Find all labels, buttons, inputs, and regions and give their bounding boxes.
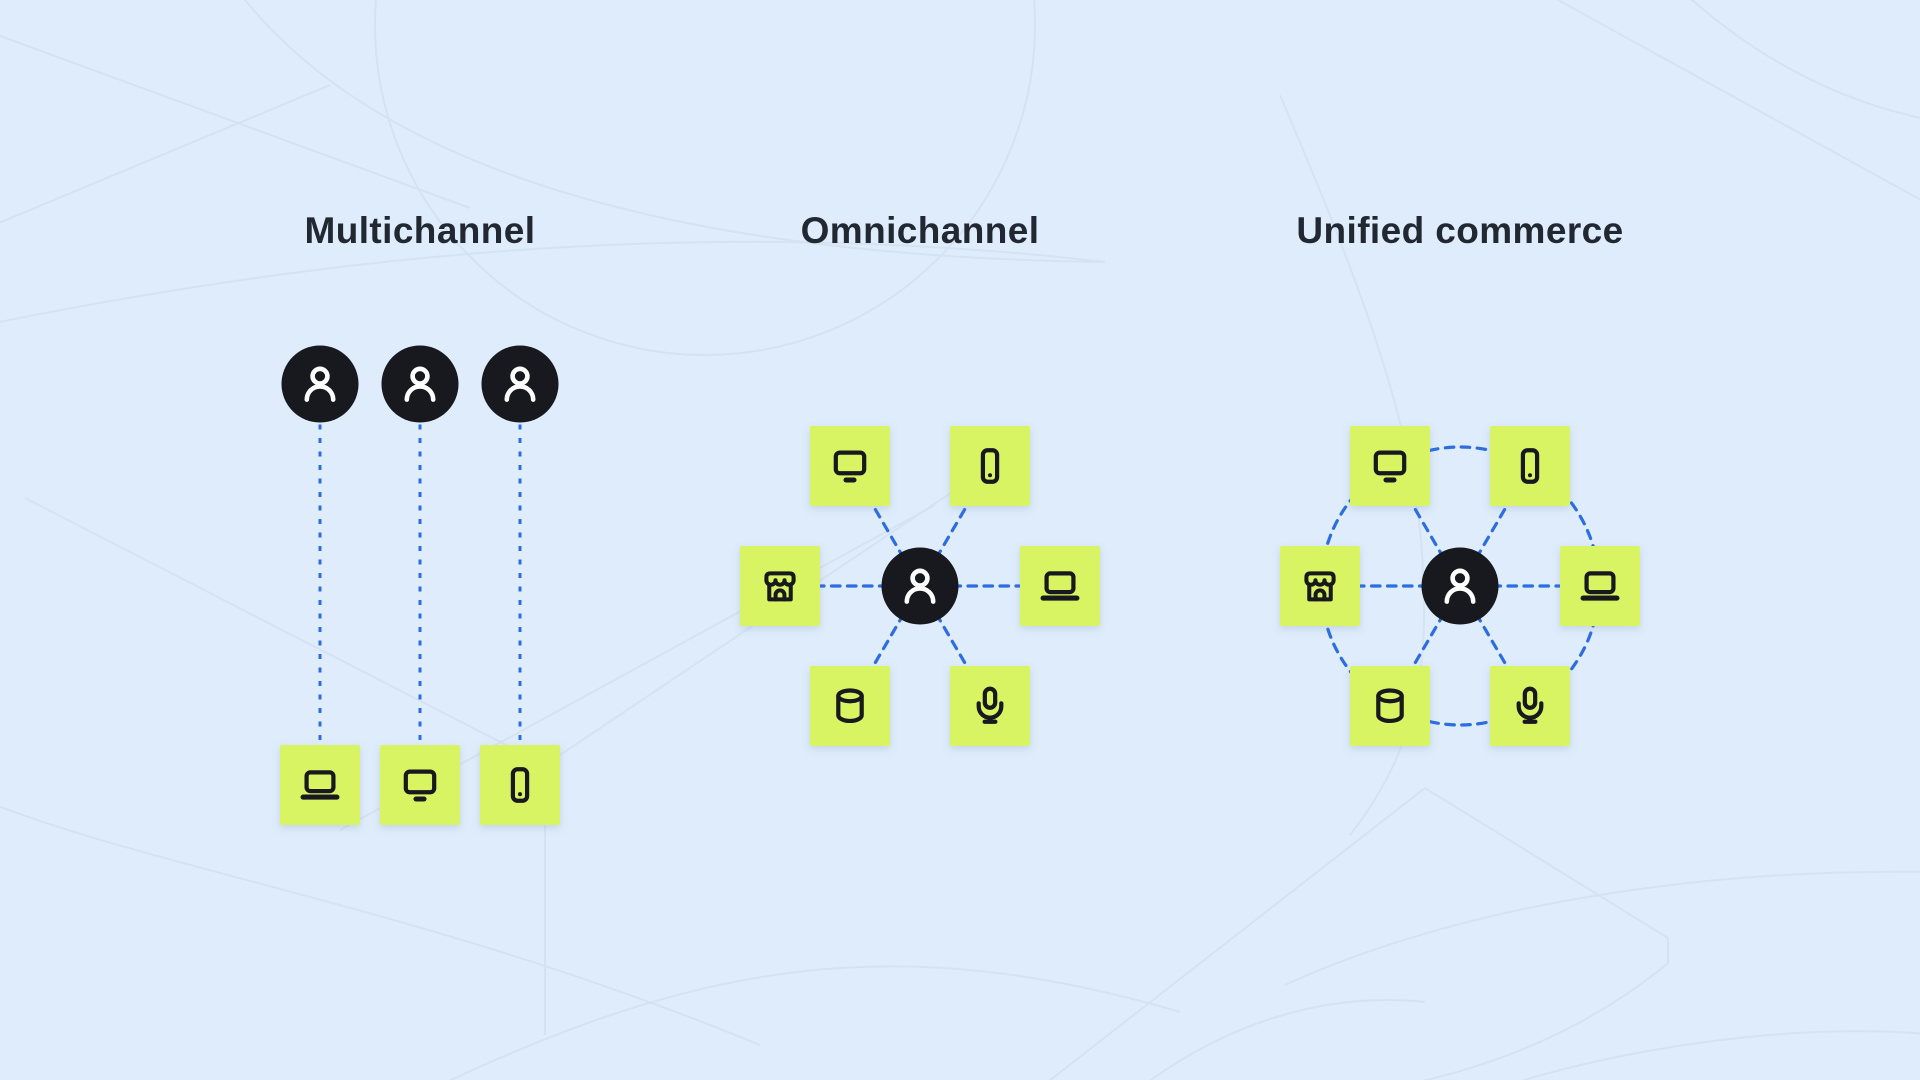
channel-node-desktop: [810, 426, 890, 506]
channel-node-data: [1350, 666, 1430, 746]
channel-node-laptop: [1020, 546, 1100, 626]
channel-node-store: [740, 546, 820, 626]
channel-node-smartphone: [950, 426, 1030, 506]
channel-node-desktop: [1350, 426, 1430, 506]
channel-tile: [1350, 426, 1430, 506]
channel-tile: [1350, 666, 1430, 746]
channel-node-voice: [1490, 666, 1570, 746]
section-title: Unified commerce: [1296, 210, 1624, 251]
customer-node: [281, 345, 359, 423]
section-multichannel: Multichannel: [160, 210, 680, 890]
channel-tile: [1560, 546, 1640, 626]
unified-commerce-cluster: [1280, 426, 1640, 746]
channel-node-desktop: [380, 745, 460, 825]
customer-node: [381, 345, 459, 423]
omnichannel-cluster: [740, 426, 1100, 746]
channel-tile: [810, 666, 890, 746]
channel-node-store: [1280, 546, 1360, 626]
channel-tile: [1490, 426, 1570, 506]
channel-tile: [810, 426, 890, 506]
channel-tile: [380, 745, 460, 825]
multichannel-cluster: [280, 345, 560, 825]
customer-node: [481, 345, 559, 423]
channel-tile: [1020, 546, 1100, 626]
channel-node-laptop: [1560, 546, 1640, 626]
customer-node: [1421, 547, 1499, 625]
section-title: Omnichannel: [800, 210, 1040, 251]
section-title: Multichannel: [304, 210, 536, 251]
customer-node: [881, 547, 959, 625]
channel-node-laptop: [280, 745, 360, 825]
channel-node-voice: [950, 666, 1030, 746]
channel-tile: [950, 426, 1030, 506]
section-unified-commerce: Unified commerce: [1200, 210, 1720, 890]
channel-tile: [480, 745, 560, 825]
channel-node-data: [810, 666, 890, 746]
channel-tile: [280, 745, 360, 825]
channel-node-smartphone: [1490, 426, 1570, 506]
section-omnichannel: Omnichannel: [660, 210, 1180, 890]
channel-node-smartphone: [480, 745, 560, 825]
